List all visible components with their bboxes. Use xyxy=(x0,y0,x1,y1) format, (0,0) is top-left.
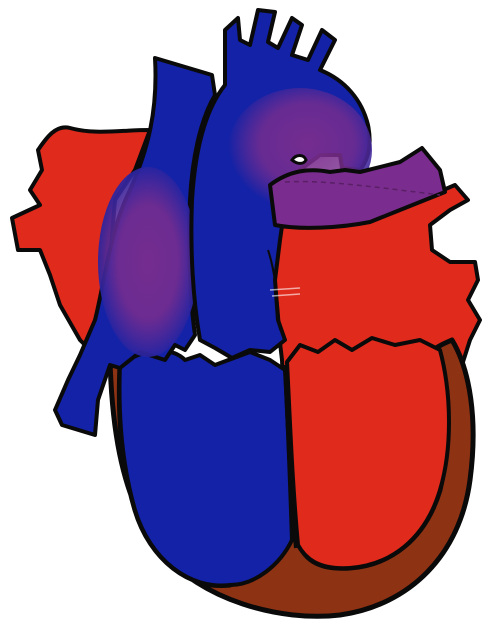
ductus-loop xyxy=(292,156,306,164)
right-ventricle xyxy=(120,351,292,586)
right-atrium-mixing xyxy=(98,167,198,357)
